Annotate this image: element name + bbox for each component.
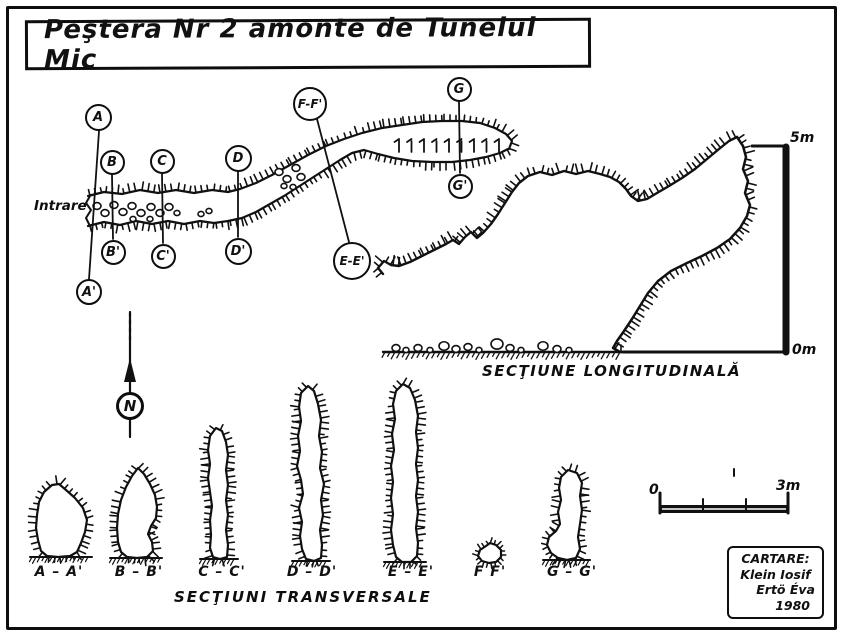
section-marker-C-p: C': [150, 243, 176, 269]
section-marker-A-p: A': [76, 279, 102, 305]
section-marker-A: A: [84, 103, 112, 131]
section-marker-G: G: [446, 76, 472, 102]
section-marker-E-E: E-E': [333, 242, 371, 280]
height-scale-bottom-label: 0m: [792, 342, 817, 358]
section-marker-G-p: G': [447, 173, 473, 199]
section-marker-F-F: F-F': [293, 87, 327, 121]
credit-box: CARTARE: Klein Iosif Ertö Éva 1980: [727, 546, 824, 619]
cross-section-label: E – E': [387, 564, 435, 580]
cross-sections-label: SECŢIUNI TRANSVERSALE: [174, 588, 432, 606]
map-frame: [6, 6, 837, 630]
height-scale-top-label: 5m: [790, 130, 815, 146]
cross-section-label: G – G': [546, 564, 598, 580]
scalebar-end-label: 3m: [776, 478, 801, 494]
credit-title: CARTARE:: [741, 551, 810, 566]
section-marker-B-p: B': [100, 239, 126, 265]
map-title: Peştera Nr 2 amonte de Tunelul Mic: [43, 13, 537, 76]
section-marker-C: C: [149, 148, 175, 174]
cross-section-label: F F': [473, 564, 507, 580]
cross-section-label: C – C': [198, 564, 246, 580]
section-marker-D: D: [224, 144, 252, 172]
longitudinal-section-label: SECŢIUNE LONGITUDINALĂ: [482, 362, 742, 380]
credit-author: Ertö Éva: [756, 582, 815, 597]
scalebar-start-label: 0: [649, 482, 659, 498]
credit-author: Klein Iosif: [740, 566, 811, 582]
credit-year: 1980: [775, 597, 810, 613]
cross-section-label: A – A': [34, 564, 84, 580]
north-indicator: N: [116, 392, 144, 420]
entrance-label: Intrare: [34, 198, 87, 214]
section-marker-D-p: D': [224, 237, 252, 265]
section-marker-B: B: [99, 149, 125, 175]
cross-section-label: B – B': [114, 564, 164, 580]
cross-section-label: D – D': [286, 564, 338, 580]
title-box: Peştera Nr 2 amonte de Tunelul Mic: [24, 13, 592, 75]
